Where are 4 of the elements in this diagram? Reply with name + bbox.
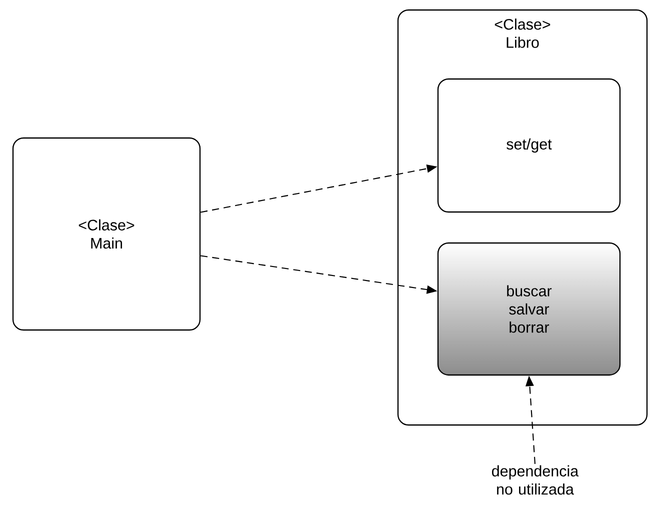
- class-box: set/get: [437, 78, 621, 213]
- method-box: buscar salvar borrar: [437, 242, 621, 376]
- note-text: dependencia no utilizada: [492, 465, 579, 495]
- class-box: <Clase> Main: [12, 137, 201, 331]
